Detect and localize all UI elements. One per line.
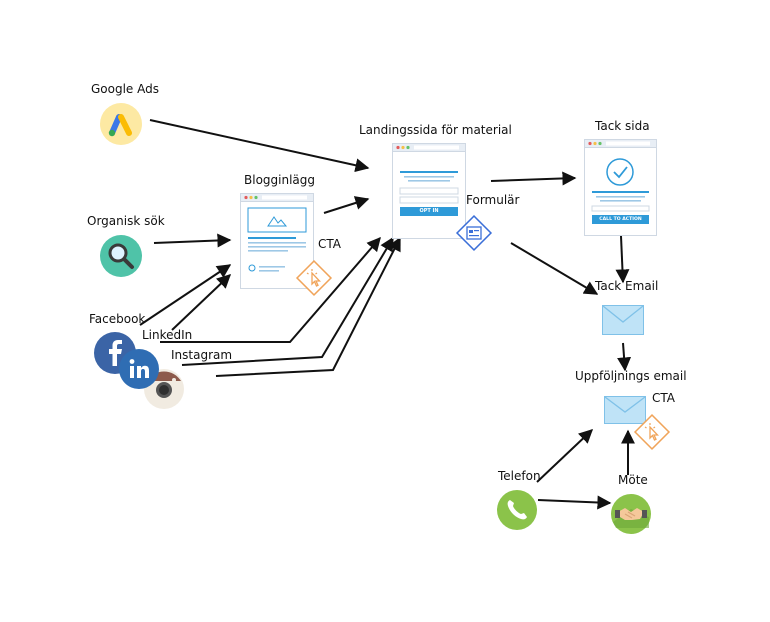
label-organic-search: Organisk sök bbox=[87, 214, 165, 228]
label-landing-page: Landingssida för material bbox=[359, 123, 512, 137]
label-meeting: Möte bbox=[618, 473, 648, 487]
arrow-thanks-page-to-thanks-email bbox=[615, 235, 630, 284]
call-to-action-button: CALL TO ACTION bbox=[599, 217, 642, 222]
cta-email-pointer-click-icon bbox=[633, 413, 671, 451]
arrow-linkedin-to-blog bbox=[171, 274, 232, 331]
arrow-facebook-to-blog bbox=[139, 264, 232, 326]
label-thanks-page: Tack sida bbox=[595, 119, 650, 133]
handshake-icon bbox=[611, 494, 651, 534]
label-instagram: Instagram bbox=[171, 348, 233, 362]
label-phone: Telefon bbox=[498, 469, 541, 483]
landing-page bbox=[392, 143, 466, 239]
thanks-page bbox=[584, 139, 657, 236]
form-icon bbox=[455, 214, 493, 252]
label-form: Formulär bbox=[466, 193, 520, 207]
label-blog-post: Blogginlägg bbox=[244, 173, 316, 187]
label-followup-email: Uppföljnings email bbox=[575, 369, 687, 383]
arrow-landing-to-thanks-page bbox=[490, 171, 577, 186]
magnifier-icon bbox=[100, 235, 142, 277]
cta-pointer-click-icon bbox=[295, 259, 333, 297]
arrow-instagram-to-landing bbox=[215, 236, 401, 377]
arrow-thanks-email-to-followup bbox=[617, 342, 632, 372]
phone-icon bbox=[497, 490, 537, 530]
followup-email-envelope-icon bbox=[604, 396, 646, 424]
linkedin-icon bbox=[119, 349, 159, 389]
label-thanks-email: Tack Email bbox=[595, 279, 659, 293]
label-google-ads: Google Ads bbox=[91, 82, 159, 96]
arrow-phone-to-meeting bbox=[537, 495, 612, 510]
arrow-form-to-thanks-email bbox=[510, 242, 599, 295]
label-linkedin: LinkedIn bbox=[142, 328, 193, 342]
instagram-icon bbox=[144, 369, 184, 409]
label-facebook: Facebook bbox=[89, 312, 146, 326]
arrow-blog-to-landing bbox=[323, 196, 370, 214]
thanks-email-envelope-icon bbox=[602, 305, 644, 335]
label-cta-blog: CTA bbox=[318, 237, 341, 251]
arrow-organic-to-blog bbox=[153, 233, 232, 248]
arrow-phone-to-followup bbox=[536, 429, 594, 483]
blog-post-page bbox=[240, 193, 314, 289]
arrow-google-to-landing bbox=[149, 119, 370, 173]
google-ads-icon bbox=[100, 103, 142, 145]
label-cta-email: CTA bbox=[652, 391, 675, 405]
opt-in-button: OPT IN bbox=[419, 208, 439, 214]
arrow-linkedin-to-landing bbox=[181, 236, 394, 366]
arrow-facebook-to-landing bbox=[160, 236, 381, 343]
